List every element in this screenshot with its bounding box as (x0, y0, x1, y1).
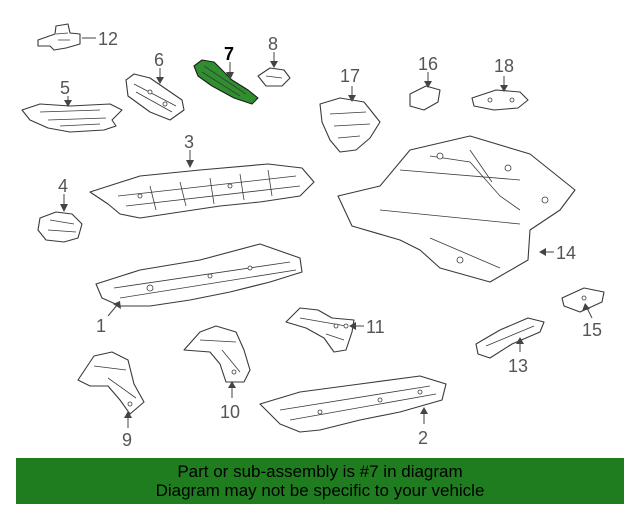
part-8[interactable]: 8 (257, 34, 291, 87)
callout-17: 17 (340, 66, 360, 86)
part-3[interactable]: 3 (89, 132, 315, 219)
part-11[interactable]: 11 (285, 307, 385, 353)
callout-8: 8 (268, 34, 278, 54)
banner-line-1: Part or sub-assembly is #7 in diagram (177, 462, 463, 481)
part-12[interactable]: 12 (37, 23, 118, 51)
callout-12: 12 (98, 29, 118, 49)
callout-2: 2 (418, 428, 428, 448)
part-10[interactable]: 10 (183, 325, 251, 422)
callout-5: 5 (60, 78, 70, 98)
callout-9: 9 (122, 430, 132, 450)
part-6[interactable]: 6 (125, 50, 185, 121)
callout-10: 10 (220, 402, 240, 422)
callout-16: 16 (418, 54, 438, 74)
parts-diagram: 12 5 6 7 8 (21, 23, 605, 450)
callout-4: 4 (58, 176, 68, 196)
callout-6: 6 (154, 50, 164, 70)
banner-line-2: Diagram may not be specific to your vehi… (155, 481, 485, 500)
callout-13: 13 (508, 356, 528, 376)
callout-15: 15 (582, 320, 602, 340)
callout-18: 18 (494, 56, 514, 76)
part-17[interactable]: 17 (319, 66, 381, 153)
part-7-highlighted[interactable]: 7 (193, 44, 259, 105)
part-14[interactable]: 14 (337, 135, 576, 283)
part-16[interactable]: 16 (409, 54, 441, 111)
part-13[interactable]: 13 (475, 317, 545, 376)
part-5[interactable]: 5 (21, 78, 123, 133)
part-2[interactable]: 2 (259, 375, 447, 448)
callout-1: 1 (96, 316, 106, 336)
info-banner: Part or sub-assembly is #7 in diagram Di… (16, 458, 624, 504)
callout-14: 14 (556, 243, 576, 263)
part-1[interactable]: 1 (95, 243, 303, 336)
part-9[interactable]: 9 (77, 351, 145, 450)
part-18[interactable]: 18 (471, 56, 529, 111)
part-4[interactable]: 4 (37, 176, 83, 243)
callout-3: 3 (184, 132, 194, 152)
callout-11: 11 (366, 317, 385, 337)
part-15[interactable]: 15 (561, 287, 605, 340)
callout-7: 7 (224, 44, 234, 64)
